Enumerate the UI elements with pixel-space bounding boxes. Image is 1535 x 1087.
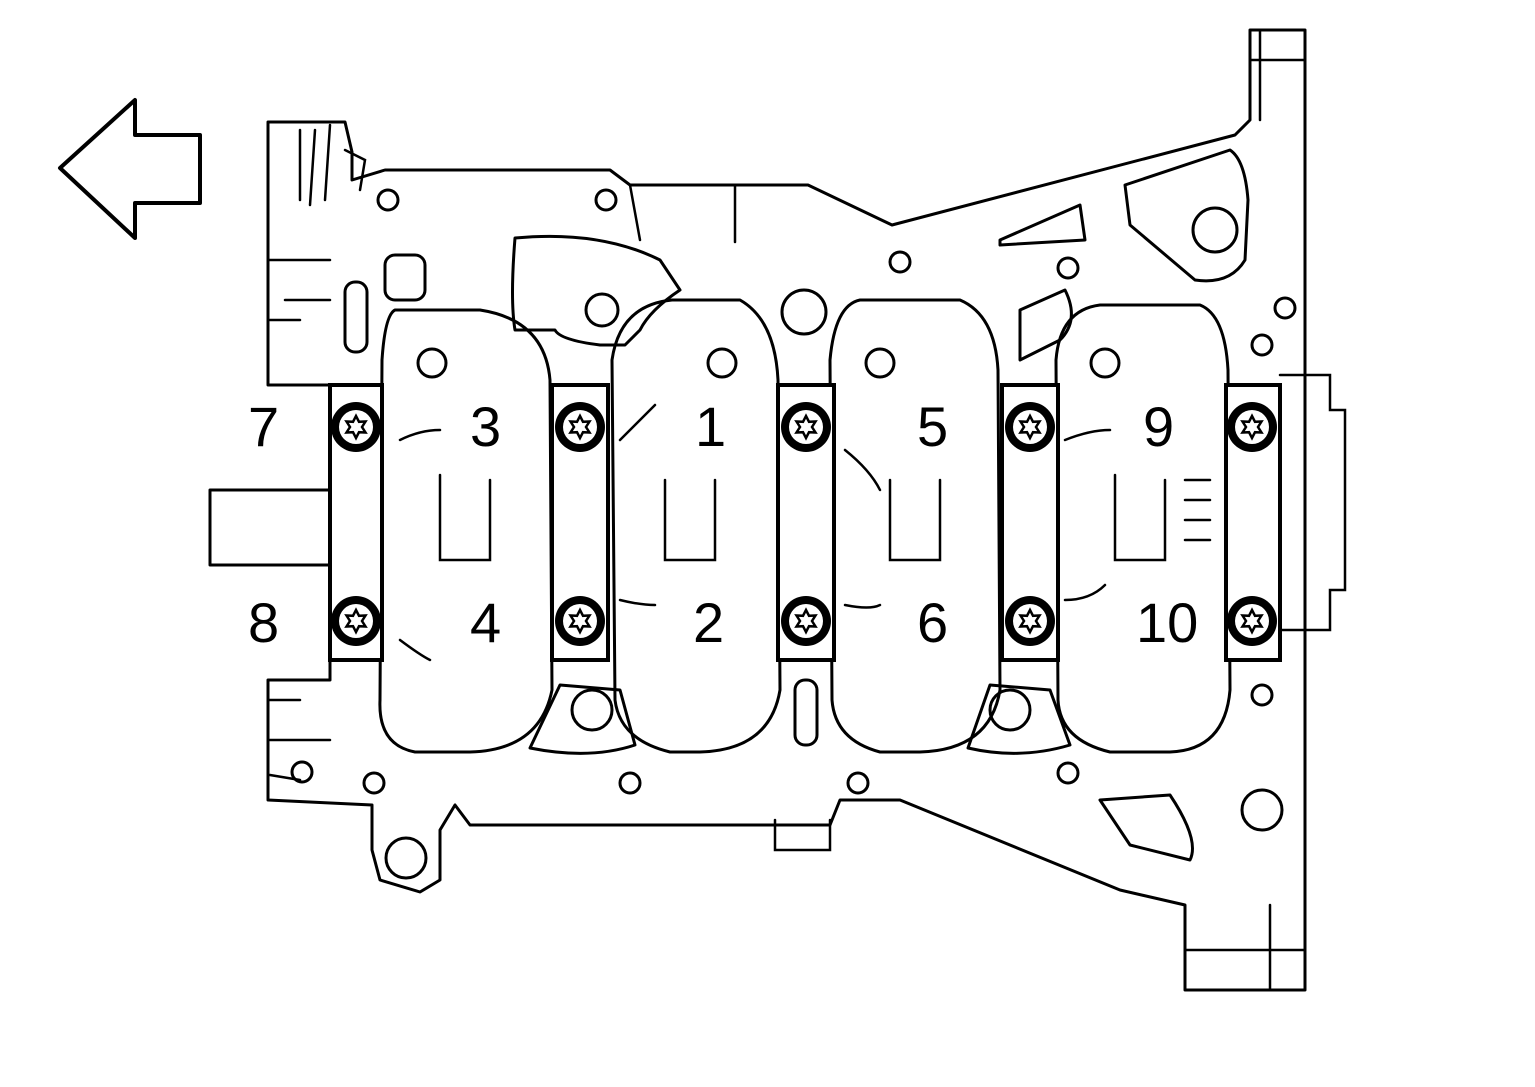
bolt-label-3: 3 [470,395,501,458]
torx-socket-icon [794,413,818,441]
bolt-head [1227,402,1277,452]
arrow-left-icon [58,98,202,240]
torx-socket-icon [794,607,818,635]
torx-socket-icon [344,413,368,441]
bolt-label-10: 10 [1136,591,1198,654]
torx-socket-icon [1240,413,1264,441]
bolt-head [555,596,605,646]
bolt-head [1005,596,1055,646]
bolt-head [331,402,381,452]
torx-socket-icon [1240,607,1264,635]
torx-socket-icon [568,607,592,635]
bolt-label-4: 4 [470,591,501,654]
mounting-holes [290,148,1297,880]
torx-socket-icon [1018,607,1042,635]
bolt-head [555,402,605,452]
bolt-label-6: 6 [917,591,948,654]
torx-socket-icon [344,607,368,635]
bolt-label-2: 2 [693,591,724,654]
bolt-head [781,596,831,646]
bolt-label-9: 9 [1143,395,1174,458]
torx-socket-icon [1018,413,1042,441]
bolt-head [781,402,831,452]
bolt-label-8: 8 [248,591,279,654]
bolt-label-7: 7 [248,395,279,458]
torx-socket-icon [568,413,592,441]
tightening-sequence-labels: 7 8 3 4 1 2 5 6 9 10 [248,395,1198,654]
bolt-head [1227,596,1277,646]
cylinder-bore-lobes [378,234,1232,754]
bolt-heads [331,402,1277,646]
bolt-label-1: 1 [695,395,726,458]
bolt-head [1005,402,1055,452]
bolt-head [331,596,381,646]
bolt-label-5: 5 [917,395,948,458]
